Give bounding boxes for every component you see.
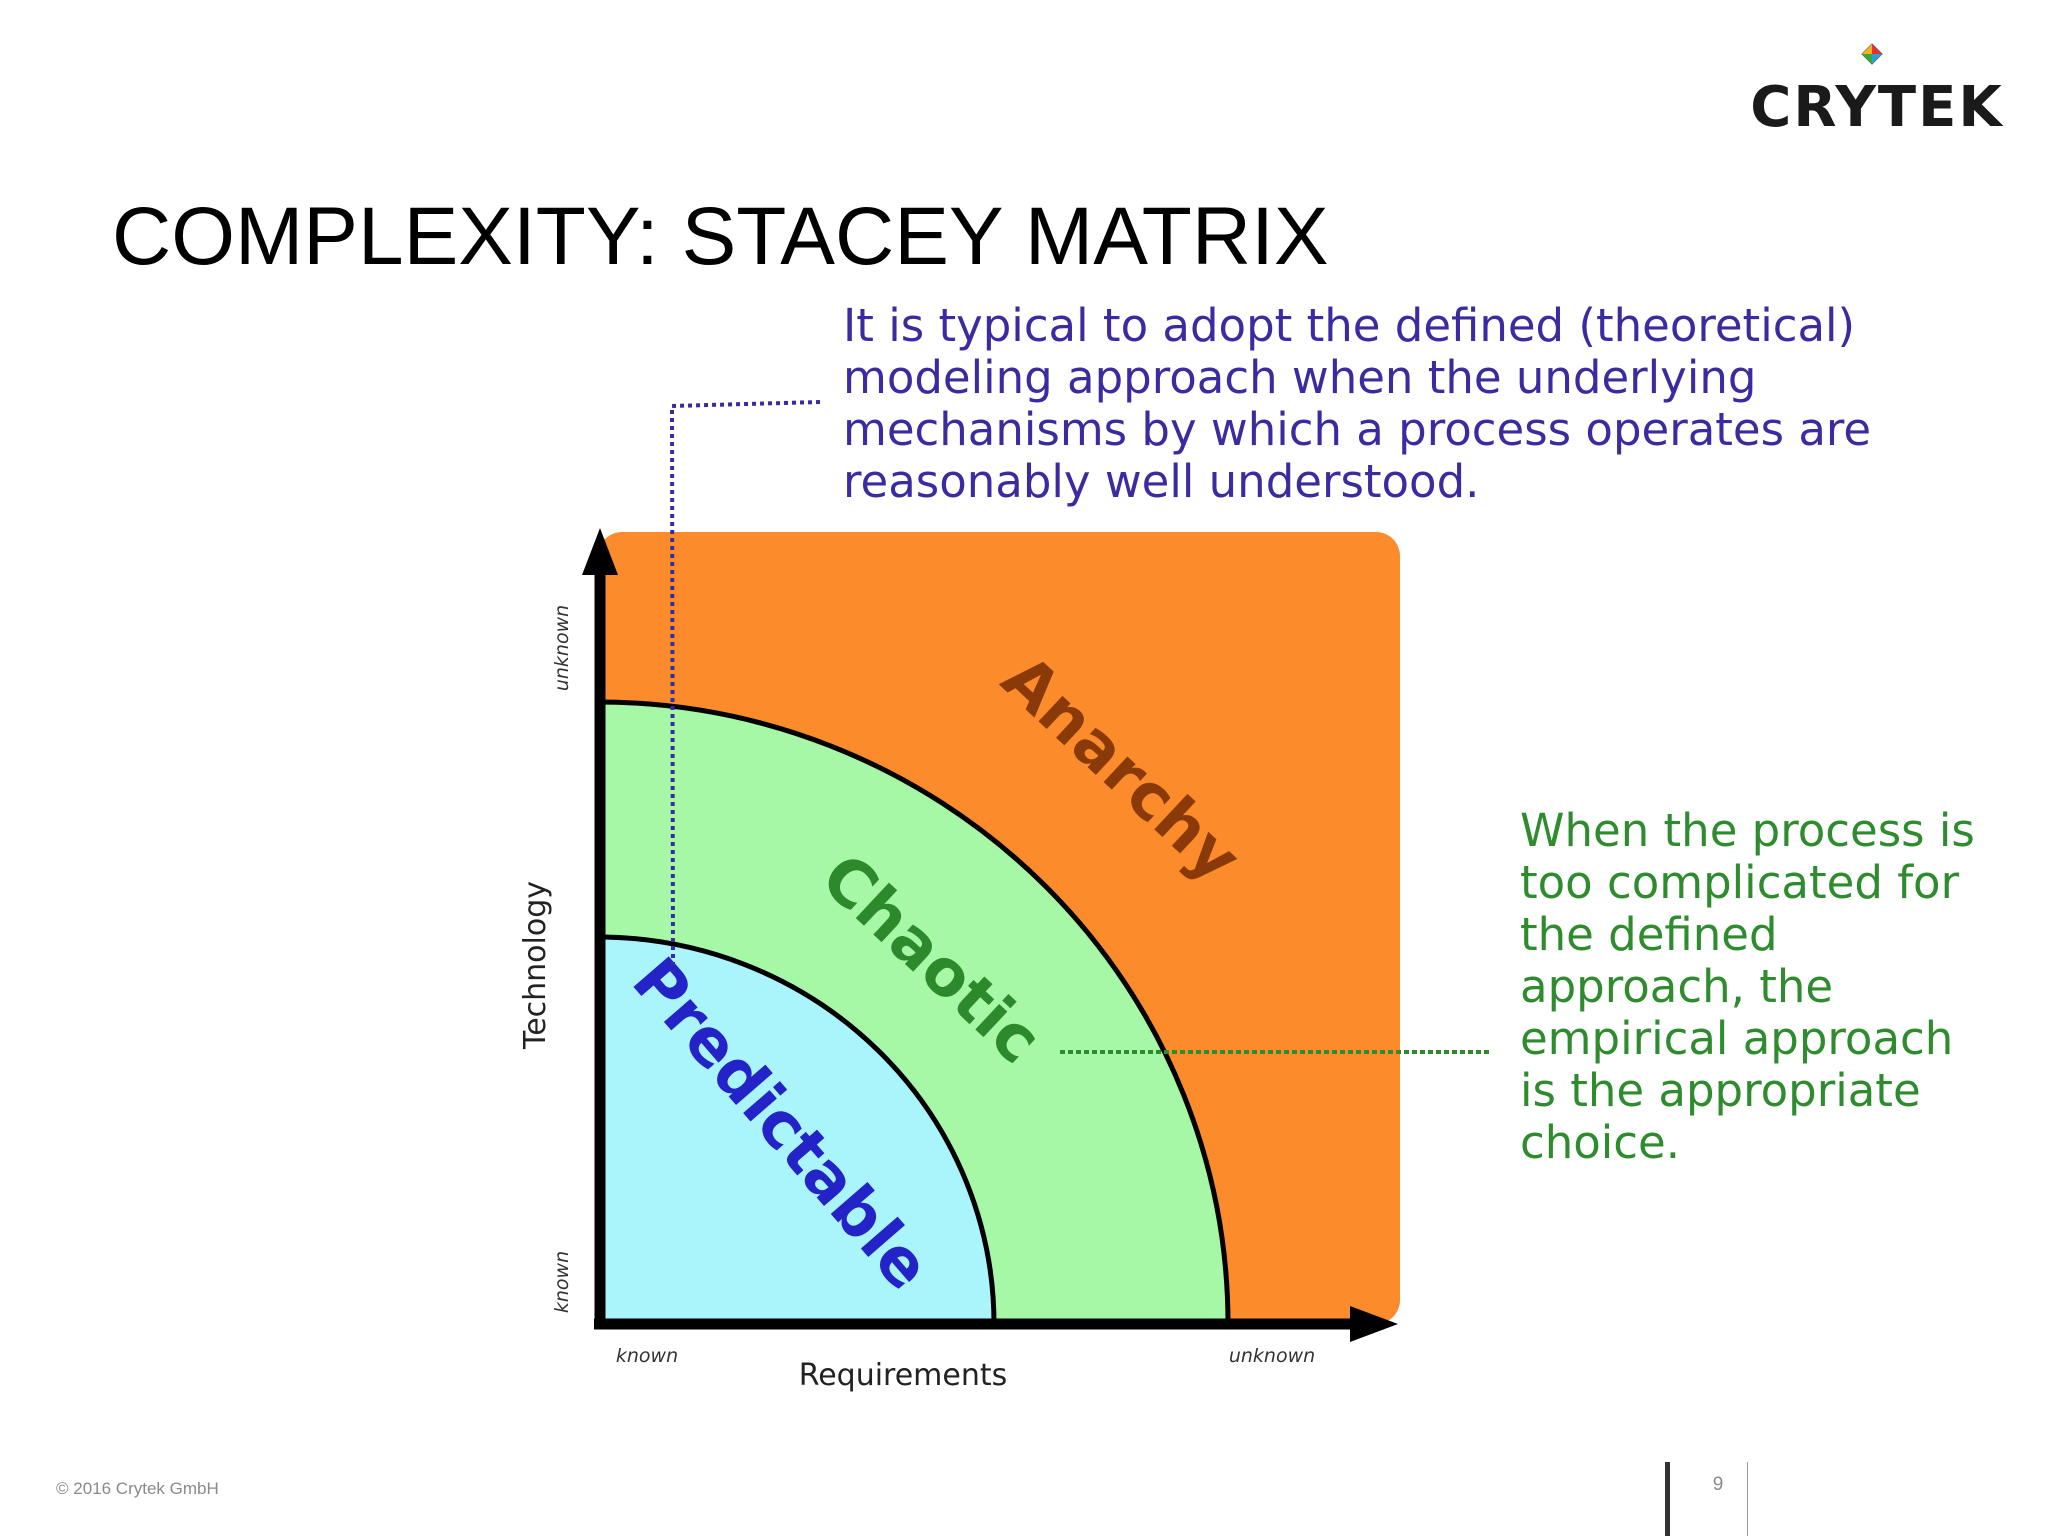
predictable-region: [595, 934, 997, 1327]
x-axis-arrow-icon: [1350, 1306, 1398, 1342]
footer-divider-thin: [1747, 1462, 1748, 1536]
defined-callout-text: It is typical to adopt the defined (theo…: [843, 299, 1872, 508]
defined-callout-leader: [669, 400, 821, 973]
x-axis-label: Requirements: [799, 1358, 1008, 1393]
y-axis-label: Technology: [518, 881, 553, 1050]
logo-mark-icon: [1861, 43, 1883, 65]
x-axis-high-label: unknown: [1229, 1345, 1315, 1367]
crytek-logo: CRYTEK: [1742, 38, 2012, 140]
y-axis-arrow-icon: [582, 528, 618, 575]
logo-wordmark: CRYTEK: [1750, 75, 2004, 138]
slide-title: COMPLEXITY: STACEY MATRIX: [112, 191, 1329, 282]
footer-divider-thick: [1665, 1462, 1670, 1536]
empirical-callout-text: When the process is too complicated for …: [1520, 804, 1975, 1169]
copyright-text: © 2016 Crytek GmbH: [56, 1479, 219, 1498]
x-axis-low-label: known: [616, 1345, 678, 1367]
y-axis-low-label: known: [551, 1251, 573, 1313]
y-axis-high-label: unknown: [551, 605, 573, 691]
page-number: 9: [1712, 1474, 1724, 1495]
